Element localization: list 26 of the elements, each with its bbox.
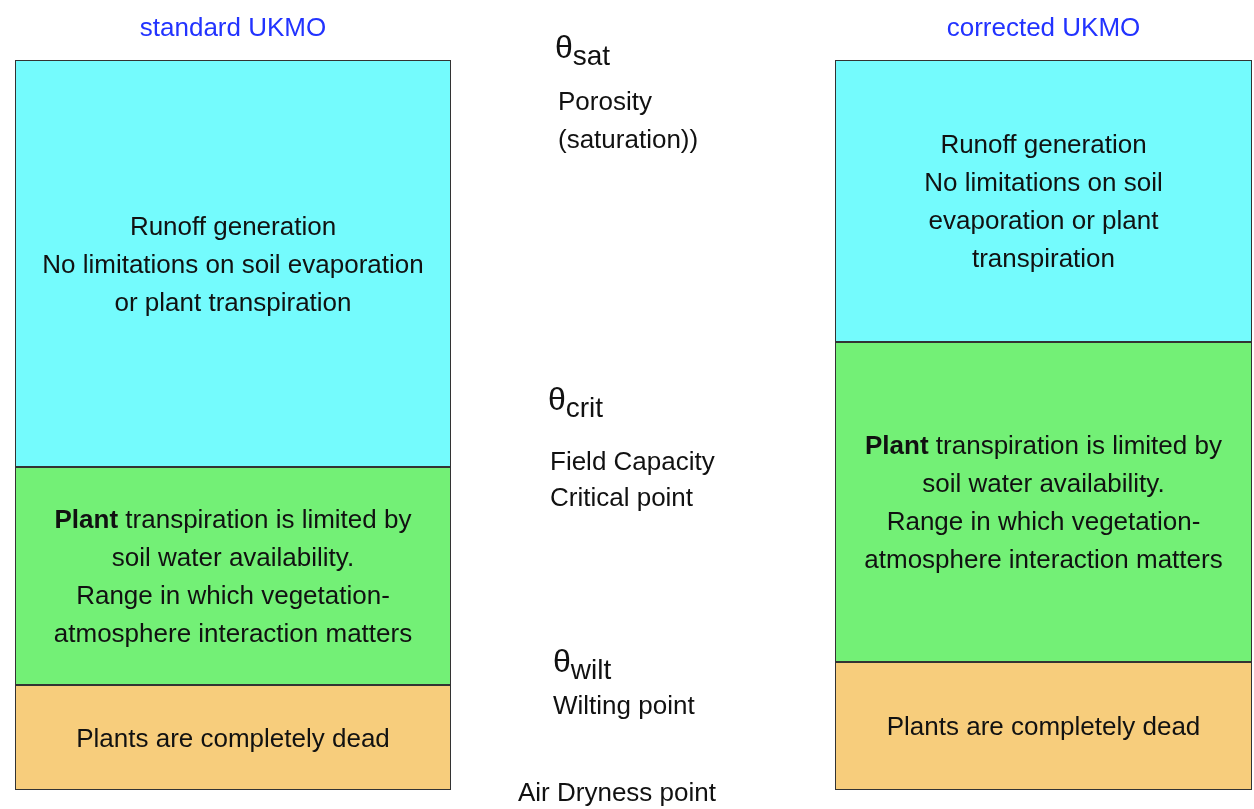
threshold-label: Wilting point	[553, 689, 695, 722]
threshold-label: Critical point	[550, 481, 694, 514]
zone-text: No limitations on soil evaporation or plant transpiration	[41, 247, 425, 319]
zone-text: Plant transpiration is limited by soil water availability.	[864, 429, 1223, 500]
zone-box	[15, 60, 451, 467]
zone-box	[835, 60, 1252, 342]
zone-text: Runoff generation	[129, 209, 337, 243]
zone-box	[15, 467, 451, 685]
zone-box	[835, 662, 1252, 790]
threshold-symbol: θ$_{sat}$	[555, 28, 611, 74]
threshold-label: Porosity (saturation))	[558, 85, 700, 156]
column-heading: corrected UKMO	[945, 12, 1142, 43]
zone-text: Plants are completely dead	[886, 710, 1201, 743]
zone-text: Range in which vegetation-atmosphere interaction matters	[52, 579, 414, 650]
threshold-label: Air Dryness point	[518, 776, 716, 809]
threshold-symbol: θ$_{crit}$	[548, 380, 604, 426]
threshold-symbol: θ$_{wilt}$	[553, 642, 612, 688]
zone-text: Runoff generation	[940, 128, 1147, 161]
zone-box	[835, 342, 1252, 662]
zone-text: Plant transpiration is limited by soil water availability.	[53, 503, 413, 574]
zone-text: No limitations on soil evaporation or plant transpiration	[923, 166, 1164, 275]
zone-box	[15, 685, 451, 790]
threshold-label: Field Capacity	[550, 445, 715, 478]
zone-text: Plants are completely dead	[76, 721, 390, 755]
column-heading: standard UKMO	[138, 12, 328, 43]
zone-text: Range in which vegetation-atmosphere interaction matters	[863, 505, 1224, 576]
